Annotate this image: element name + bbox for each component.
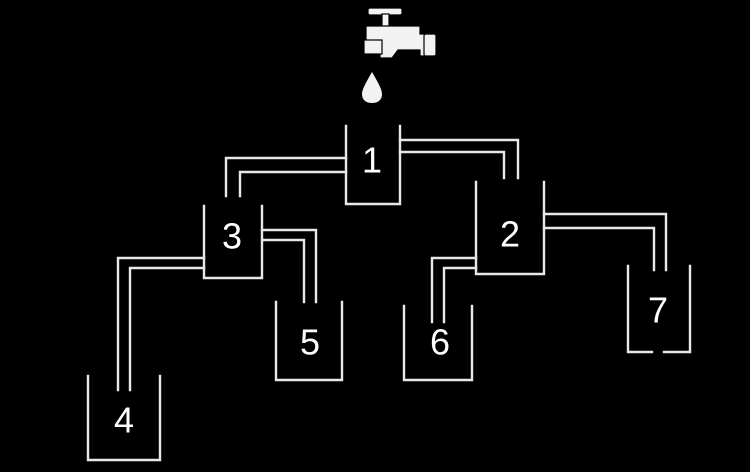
container-5 bbox=[274, 300, 344, 382]
pipe-3-to-4 bbox=[116, 256, 206, 392]
pipe-1-to-2 bbox=[398, 138, 520, 180]
container-3-label: 3 bbox=[222, 216, 242, 257]
container-6-label: 6 bbox=[430, 322, 450, 363]
container-6 bbox=[402, 304, 474, 382]
container-2-label: 2 bbox=[500, 214, 520, 255]
water-drop-icon bbox=[362, 72, 382, 103]
pipe-1-to-3 bbox=[224, 156, 348, 198]
container-4-label: 4 bbox=[114, 400, 134, 441]
container-5-label: 5 bbox=[300, 322, 320, 363]
container-4 bbox=[86, 374, 162, 462]
container-1 bbox=[344, 124, 402, 206]
pipe-2-to-6 bbox=[430, 256, 478, 324]
container-3 bbox=[202, 204, 264, 280]
pipe-3-to-5 bbox=[260, 228, 318, 304]
pipe-2-to-7 bbox=[542, 212, 668, 272]
faucet-icon bbox=[363, 7, 437, 59]
container-7-label: 7 bbox=[648, 290, 668, 331]
container-1-label: 1 bbox=[362, 140, 382, 181]
container-7 bbox=[626, 264, 692, 354]
